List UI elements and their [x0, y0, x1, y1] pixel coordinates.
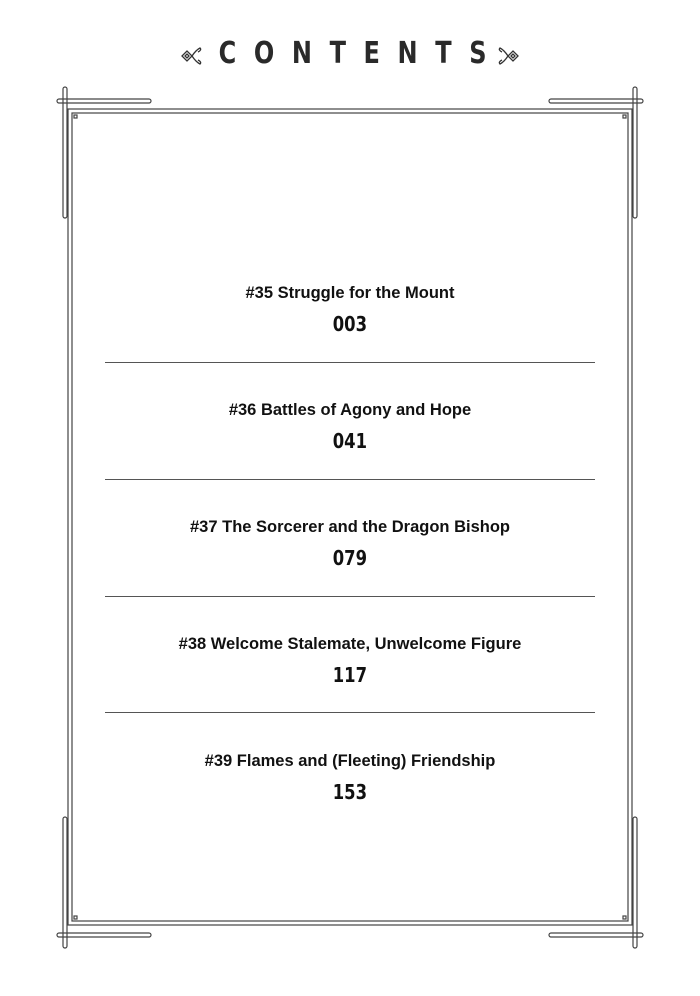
chapter-page: 117 — [332, 663, 368, 687]
chapter-title: #39 Flames and (Fleeting) Friendship — [204, 752, 496, 770]
ornament-left-icon — [181, 47, 202, 65]
chapter-page: 041 — [332, 429, 368, 453]
chapter-page: 079 — [332, 546, 368, 570]
ornament-right-icon — [498, 47, 519, 65]
toc-entry[interactable]: #38 Welcome Stalemate, Unwelcome Figure … — [0, 634, 700, 687]
divider — [105, 596, 595, 597]
page-title: CONTENTS — [218, 36, 504, 71]
toc-entry[interactable]: #37 The Sorcerer and the Dragon Bishop 0… — [0, 517, 700, 570]
chapter-title: #37 The Sorcerer and the Dragon Bishop — [190, 518, 510, 536]
divider — [105, 479, 595, 480]
chapter-title: #38 Welcome Stalemate, Unwelcome Figure — [178, 635, 522, 653]
toc-entry[interactable]: #35 Struggle for the Mount 003 — [0, 283, 700, 336]
chapter-title: #35 Struggle for the Mount — [245, 284, 455, 302]
toc-entry[interactable]: #36 Battles of Agony and Hope 041 — [0, 400, 700, 453]
chapter-page: 003 — [332, 312, 368, 336]
divider — [105, 362, 595, 363]
chapter-page: 153 — [332, 780, 368, 804]
toc-entry[interactable]: #39 Flames and (Fleeting) Friendship 153 — [0, 751, 700, 804]
chapter-title: #36 Battles of Agony and Hope — [228, 401, 472, 419]
divider — [105, 712, 595, 713]
